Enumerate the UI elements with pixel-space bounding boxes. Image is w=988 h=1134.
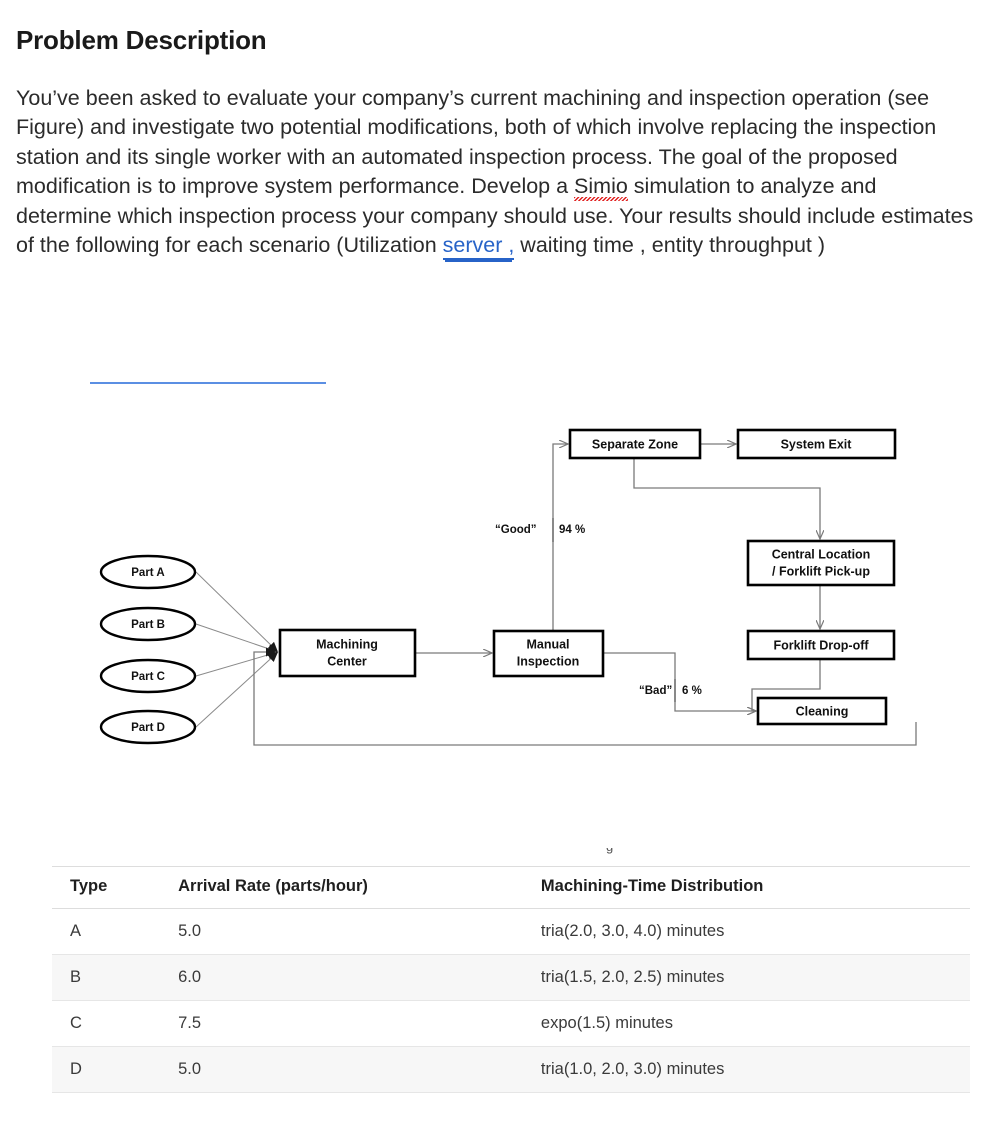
cleaning-label: Cleaning — [796, 704, 849, 718]
cell-type: D — [52, 1046, 179, 1093]
cell-arrival-rate: 6.0 — [178, 954, 541, 1001]
cell-arrival-rate: 7.5 — [178, 1000, 541, 1047]
table-row: D 5.0 tria(1.0, 2.0, 3.0) minutes — [52, 1046, 970, 1093]
cell-distribution: tria(2.0, 3.0, 4.0) minutes — [540, 908, 970, 955]
column-header-type: Type — [52, 866, 179, 909]
table-row: C 7.5 expo(1.5) minutes — [52, 1000, 970, 1047]
table-body: A 5.0 tria(2.0, 3.0, 4.0) minutes B 6.0 … — [52, 908, 970, 1093]
paragraph-text-part-2: simulation to analyze and determine whic… — [16, 174, 974, 257]
manual-inspection-label-line2: Inspection — [517, 654, 580, 668]
column-header-machining-time-distribution: Machining-Time Distribution — [540, 866, 970, 909]
process-flow-diagram: Part A Part B Part C Part D Machining Ce… — [0, 400, 988, 780]
part-b-node[interactable]: Part B — [99, 606, 197, 642]
server-link[interactable]: server , — [442, 233, 515, 260]
good-branch-label: “Good” — [495, 524, 537, 536]
separate-zone-node[interactable]: Separate Zone — [568, 428, 702, 460]
cell-type: A — [52, 908, 179, 955]
clipped-caption-glyph: g — [606, 848, 613, 854]
separate-zone-to-central-location-edge — [633, 458, 820, 539]
bad-branch-label: “Bad” — [639, 685, 672, 697]
figure-link-underline[interactable] — [90, 382, 326, 384]
separate-zone-label: Separate Zone — [592, 437, 678, 451]
cell-arrival-rate: 5.0 — [178, 908, 541, 955]
cell-distribution: tria(1.5, 2.0, 2.5) minutes — [540, 954, 970, 1001]
page-title: Problem Description — [16, 25, 267, 56]
problem-description-paragraph: You’ve been asked to evaluate your compa… — [16, 84, 976, 261]
part-parameters-table: Type Arrival Rate (parts/hour) Machining… — [52, 866, 970, 1093]
paragraph-text-part-3: waiting time , entity throughput ) — [514, 233, 826, 257]
cell-distribution: expo(1.5) minutes — [540, 1000, 970, 1047]
good-branch-edge — [552, 444, 568, 631]
machining-center-label-line1: Machining — [316, 637, 378, 651]
table-header-row: Type Arrival Rate (parts/hour) Machining… — [52, 866, 970, 909]
clipped-caption-artifact: g — [606, 848, 622, 855]
part-a-node[interactable]: Part A — [99, 554, 197, 590]
system-exit-node[interactable]: System Exit — [736, 428, 897, 460]
table-row: B 6.0 tria(1.5, 2.0, 2.5) minutes — [52, 954, 970, 1001]
table-row: A 5.0 tria(2.0, 3.0, 4.0) minutes — [52, 908, 970, 955]
cell-distribution: tria(1.0, 2.0, 3.0) minutes — [540, 1046, 970, 1093]
central-location-node[interactable]: Central Location / Forklift Pick-up — [746, 539, 896, 587]
part-d-label: Part D — [131, 722, 165, 734]
bad-branch-edge — [603, 652, 756, 711]
forklift-dropoff-node[interactable]: Forklift Drop-off — [746, 629, 896, 661]
paragraph-text-part-1: You’ve been asked to evaluate your compa… — [16, 85, 937, 199]
part-a-label: Part A — [131, 567, 164, 579]
part-c-label: Part C — [131, 671, 165, 683]
misspelled-word-simio: Simio — [574, 174, 628, 198]
cell-arrival-rate: 5.0 — [178, 1046, 541, 1093]
part-feed-edges — [195, 571, 279, 728]
cell-type: B — [52, 954, 179, 1001]
cleaning-to-machining-edge — [253, 647, 917, 746]
part-c-node[interactable]: Part C — [99, 658, 197, 694]
machining-center-label-line2: Center — [327, 654, 367, 668]
column-header-arrival-rate: Arrival Rate (parts/hour) — [178, 866, 541, 909]
forklift-dropoff-label: Forklift Drop-off — [773, 638, 869, 652]
table-header: Type Arrival Rate (parts/hour) Machining… — [52, 866, 970, 909]
central-location-label-line1: Central Location — [772, 547, 871, 561]
part-b-label: Part B — [131, 619, 165, 631]
cell-type: C — [52, 1000, 179, 1047]
cleaning-node[interactable]: Cleaning — [756, 696, 888, 726]
manual-inspection-node[interactable]: Manual Inspection — [492, 629, 605, 678]
system-exit-label: System Exit — [781, 437, 853, 451]
good-branch-percent: 94 % — [559, 524, 585, 536]
part-d-node[interactable]: Part D — [99, 709, 197, 745]
bad-branch-percent: 6 % — [682, 685, 702, 697]
machining-center-node[interactable]: Machining Center — [278, 628, 417, 678]
central-location-label-line2: / Forklift Pick-up — [772, 564, 870, 578]
manual-inspection-label-line1: Manual — [526, 637, 569, 651]
